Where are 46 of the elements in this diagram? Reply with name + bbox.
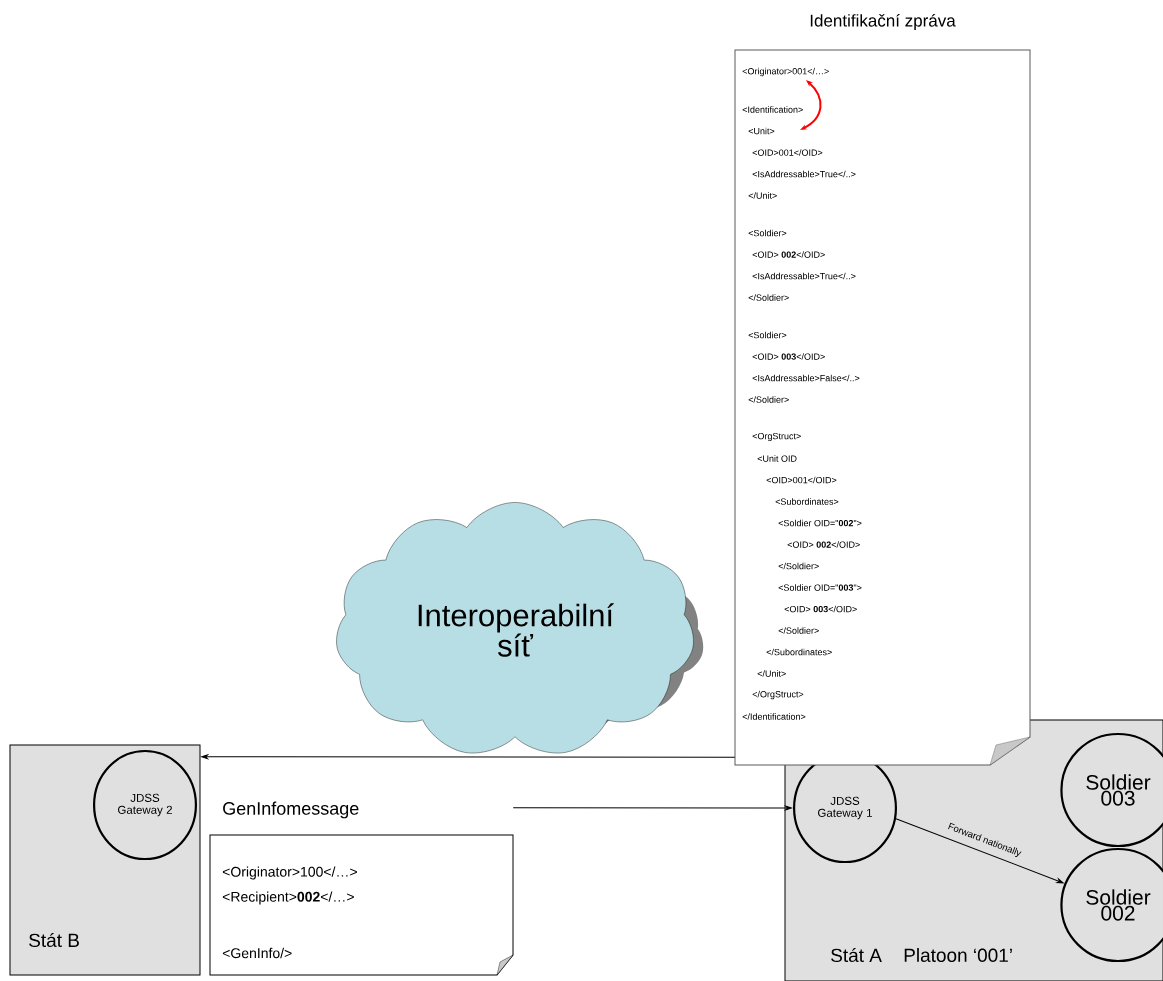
node-label: Soldier 002 — [1086, 889, 1151, 921]
code-line: </Subordinates> — [766, 648, 832, 656]
region-label: Stát B — [29, 932, 79, 948]
message-title: GenInfomessage — [223, 801, 359, 819]
region-label: Platoon ‘001’ — [904, 948, 1012, 962]
code-line: <Unit> — [748, 127, 775, 135]
code-line: </Unit> — [757, 670, 786, 677]
code-line: </Soldier> — [748, 396, 789, 403]
code-line: <Soldier> — [748, 229, 787, 237]
code-line: <Unit OID — [757, 455, 797, 462]
circle-node: JDSS Gateway 1 — [793, 752, 897, 864]
code-line: <OID> 002</OID> — [787, 541, 860, 548]
document-title: Identifikační zpráva — [810, 13, 956, 30]
arrow — [895, 818, 1064, 884]
code-line: <OID> 003</OID> — [784, 605, 857, 613]
cloud: Interoperabilní síť — [336, 502, 704, 754]
circle-node: JDSS Gateway 2 — [93, 749, 197, 861]
circle-node: Soldier 003 — [1060, 732, 1163, 848]
arrow — [512, 805, 792, 811]
node-label: Soldier 003 — [1086, 774, 1151, 806]
code-line: </Unit> — [748, 192, 777, 199]
code-line: <Soldier> — [748, 331, 787, 339]
code-line: <IsAddressable>True</..> — [752, 170, 856, 178]
code-line: <OID>001</OID> — [766, 476, 837, 484]
code-line: </Soldier> — [778, 627, 819, 634]
code-line: <Soldier OID="002"> — [778, 519, 862, 527]
arrow — [201, 754, 736, 760]
code-line: </Identification> — [742, 713, 806, 720]
code-line: </Soldier> — [748, 294, 789, 301]
code-line: <Originator>001</…> — [742, 67, 829, 77]
code-line: <Identification> — [742, 106, 803, 113]
code-line: <Originator>100</…> — [222, 866, 357, 880]
code-line: <Recipient>002</…> — [222, 891, 354, 905]
code-line: <IsAddressable>False</..> — [752, 374, 860, 382]
code-line: <OID>001</OID> — [752, 149, 823, 156]
code-line: <OID> 003</OID> — [752, 353, 825, 360]
region-label: Stát A — [831, 947, 882, 963]
code-line: <OID> 002</OID> — [752, 251, 825, 258]
code-line: <Subordinates> — [775, 498, 839, 505]
code-line: <GenInfo/> — [222, 947, 292, 959]
code-line: </Soldier> — [778, 562, 819, 570]
circle-node: Soldier 002 — [1060, 847, 1163, 963]
code-line: <IsAddressable>True</..> — [752, 272, 856, 280]
code-line: </OrgStruct> — [752, 690, 804, 700]
code-line: <Soldier OID="003"> — [778, 584, 862, 591]
code-line: <OrgStruct> — [752, 432, 801, 442]
